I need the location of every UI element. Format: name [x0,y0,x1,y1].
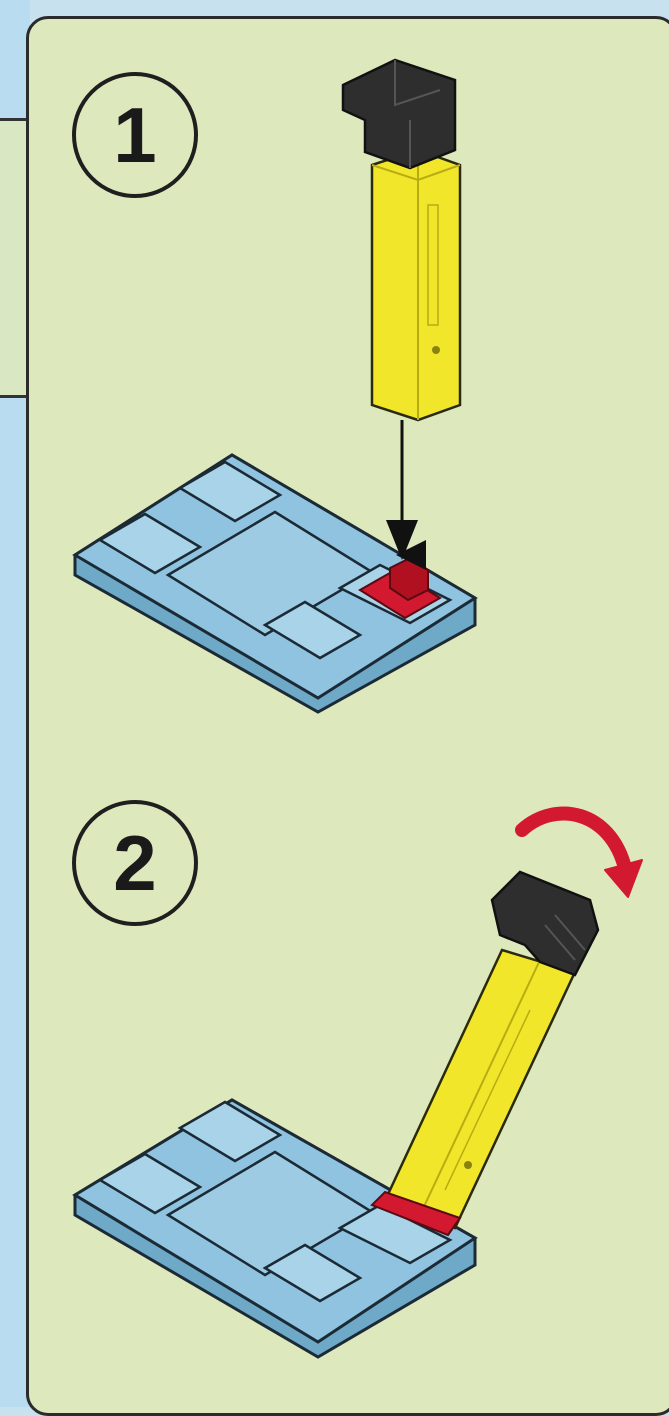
tray-1 [75,455,475,712]
tool-2 [372,872,598,1235]
tool-1-body [372,150,460,420]
tool-1-cap [343,60,455,168]
tool-1 [343,60,460,420]
step-2-illustration [75,814,642,1357]
step-1-illustration [75,60,475,712]
